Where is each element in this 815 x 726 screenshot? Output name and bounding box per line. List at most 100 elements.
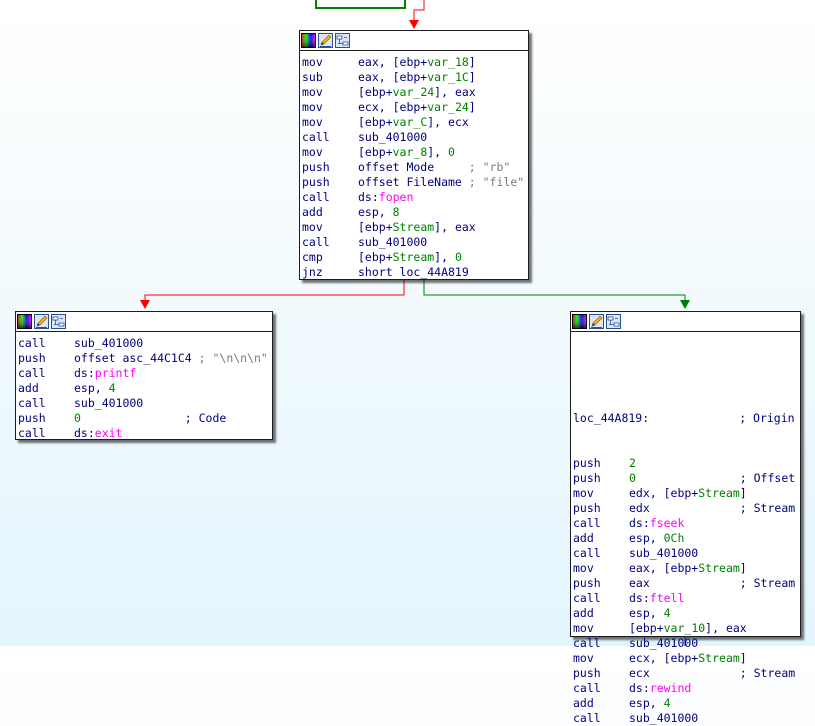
operand: esp, [629,696,664,710]
flow-graph-edges [140,0,690,646]
stack-variable[interactable]: var_C [392,115,428,129]
immediate-value: 2 [629,456,636,470]
edge-incoming-false [413,0,425,22]
code-line[interactable]: mov[ebp+Stream], eax [302,220,528,235]
operand: ecx, [ebp+ [358,100,428,114]
graph-view-icon[interactable] [51,314,66,329]
stack-variable[interactable]: Stream [698,561,740,575]
stack-variable[interactable]: Stream [698,651,740,665]
import-name[interactable]: fseek [649,516,685,530]
stack-variable[interactable]: Stream [392,220,435,234]
immediate-value: 8 [392,205,400,219]
edit-pencil-icon[interactable] [318,33,333,48]
edit-pencil-icon[interactable] [34,314,49,329]
code-line[interactable]: mov[ebp+var_24], eax [302,85,528,100]
operand: eax, [ebp+ [358,70,428,84]
operand: offset Mode [358,160,469,174]
mnemonic: cmp [302,250,323,264]
graph-view-icon[interactable] [606,314,621,329]
code-line[interactable]: mov[ebp+var_8], 0 [302,145,528,160]
immediate-value: 0 [454,250,462,264]
import-name[interactable]: fopen [378,190,414,204]
operand: ds: [629,681,650,695]
code-label[interactable]: loc_44A819: [573,411,650,425]
mnemonic: call [573,636,601,650]
import-name[interactable]: printf [94,366,137,380]
color-palette-icon[interactable] [17,314,32,329]
immediate-value: 0 [448,145,455,159]
stack-variable[interactable]: var_24 [392,85,435,99]
stack-variable[interactable]: var_8 [392,145,428,159]
stack-variable[interactable]: var_10 [663,621,706,635]
stack-variable[interactable]: var_1C [427,70,469,84]
edit-pencil-icon[interactable] [589,314,604,329]
import-name[interactable]: exit [94,426,123,440]
stack-variable[interactable]: Stream [392,250,435,264]
stack-variable[interactable]: var_24 [427,100,469,114]
mnemonic: push [302,160,330,174]
import-name[interactable]: ftell [649,591,685,605]
immediate-value: 4 [663,696,671,710]
operand: ; Code [80,411,227,425]
code-line[interactable]: mov[ebp+var_10], eax [573,621,800,636]
edge-true-branch [423,280,686,302]
code-label-line[interactable]: loc_44A819: ; Origin [573,411,800,426]
operand: [ebp+ [629,621,664,635]
edge-false-arrowhead [140,300,150,309]
graph-view-icon[interactable] [335,33,350,48]
operand: sub_401000 [358,130,428,144]
immediate-value: 0 [629,471,636,485]
color-palette-icon[interactable] [572,314,587,329]
operand: sub_401000 [74,396,144,410]
operand: offset asc_44C1C4 [74,351,199,365]
stack-variable[interactable]: var_18 [427,55,469,69]
operand: [ebp+ [358,145,393,159]
stack-variable[interactable]: Stream [698,486,740,500]
code-line[interactable]: mov[ebp+var_C], ecx [302,115,528,130]
operand: ds: [358,190,379,204]
mnemonic: mov [302,115,323,129]
code-line[interactable]: cmp[ebp+Stream], 0 [302,250,528,265]
operand: ], eax [434,220,476,234]
operand: [ebp+ [358,115,393,129]
color-palette-icon[interactable] [301,33,316,48]
import-name[interactable]: rewind [649,681,692,695]
